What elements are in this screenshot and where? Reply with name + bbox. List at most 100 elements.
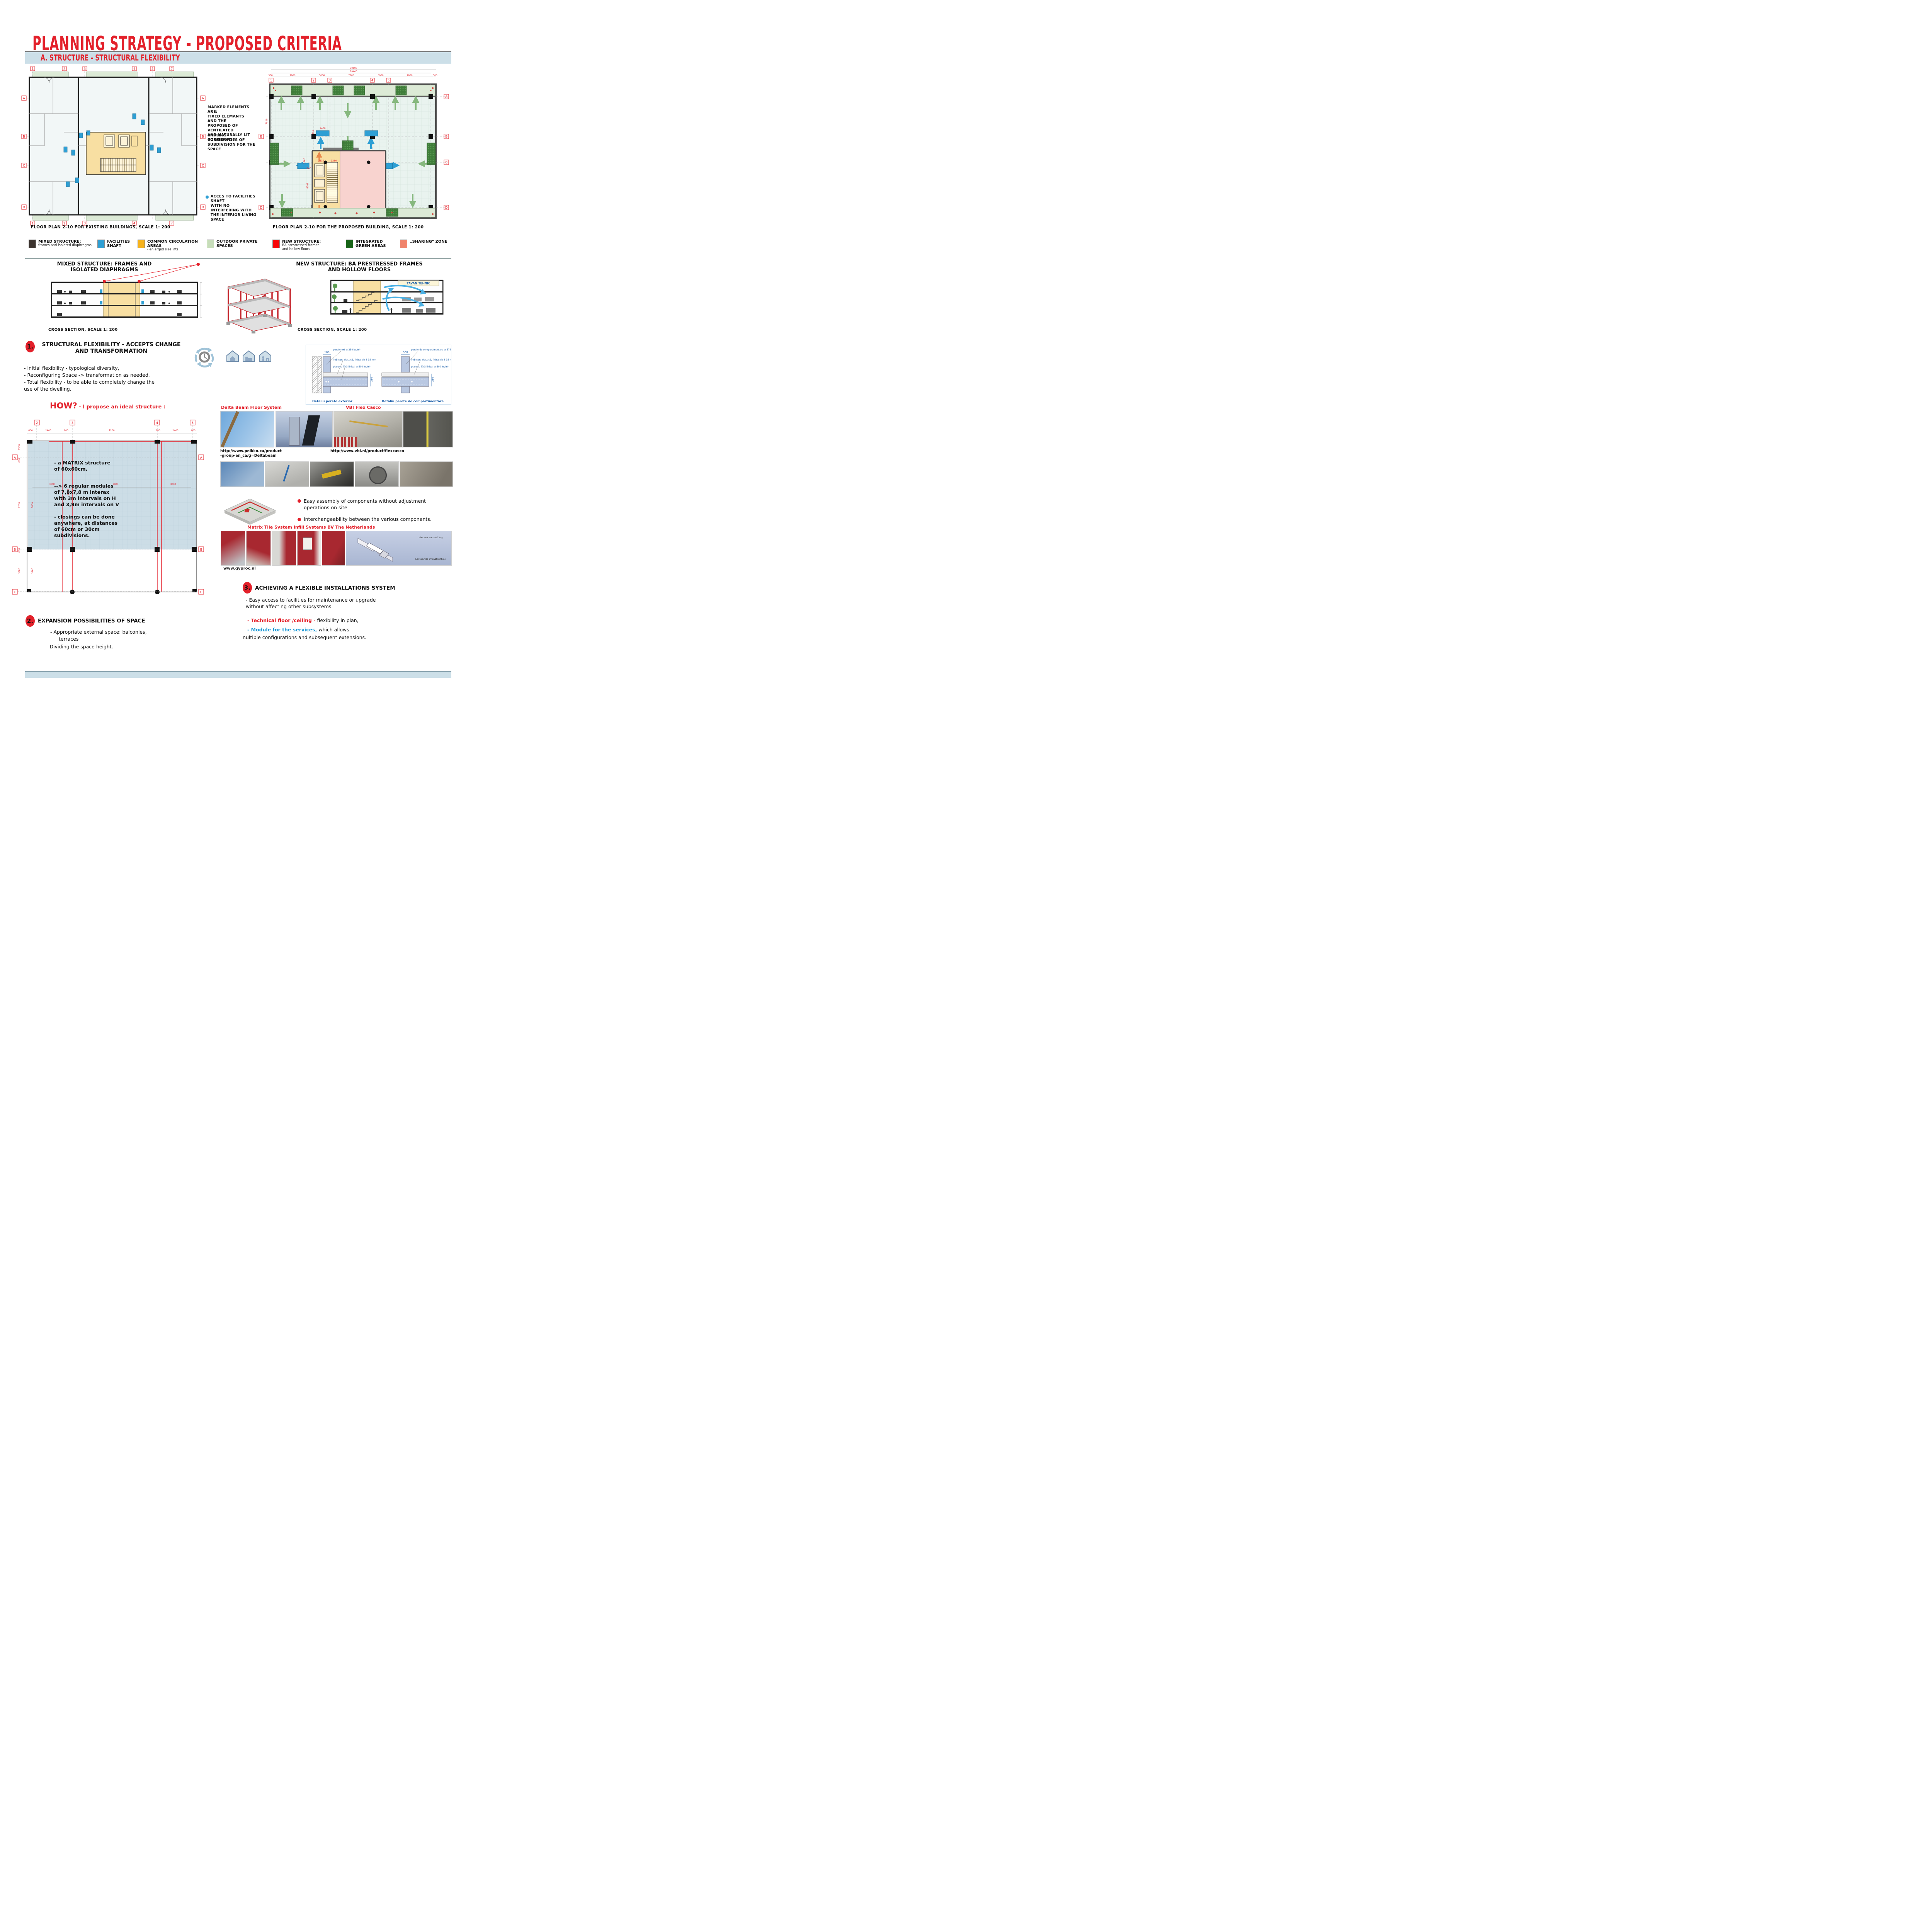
photo-tile-2 xyxy=(246,531,271,566)
svg-text:7800: 7800 xyxy=(407,74,412,77)
photo-tile-5 xyxy=(322,531,345,566)
svg-text:2: 2 xyxy=(313,79,315,82)
gyproc-url: www.gyproc.nl xyxy=(223,566,256,571)
svg-text:2: 2 xyxy=(63,222,65,225)
matrix-tile-heading: Matrix Tile System Infill Systems BV The… xyxy=(247,525,375,530)
green-plants xyxy=(332,284,338,313)
photo-tile-4 xyxy=(297,531,321,566)
svg-text:D: D xyxy=(23,206,25,209)
caption-plan-proposed: FLOOR PLAN 2-10 FOR THE PROPOSED BUILDIN… xyxy=(273,225,424,230)
point1-heading: STRUCTURAL FLEXIBILITY - ACCEPTS CHANGE … xyxy=(42,342,181,354)
legend-common-circulation: COMMON CIRCULATION AREAS- enlarged size … xyxy=(138,240,198,252)
svg-text:7200: 7200 xyxy=(18,502,21,508)
caption-plan-existing: FLOOR PLAN 2-10 FOR EXISTING BUILDINGS, … xyxy=(31,225,170,230)
furniture-silhouettes xyxy=(57,290,182,316)
section-header-bar xyxy=(25,51,451,64)
legend-integrated-green: INTEGRATED GREEN AREAS xyxy=(346,240,386,248)
vbi-url: http://www.vbi.nl/product/flexcasco xyxy=(330,449,404,453)
svg-text:30600: 30600 xyxy=(350,67,357,70)
svg-text:5: 5 xyxy=(192,421,194,425)
legend-swatch xyxy=(207,240,214,248)
matrix-tile-3d-diagram xyxy=(224,498,276,525)
tavan-tehnic-label: TAVAN TEHNIC xyxy=(407,282,430,285)
balconies xyxy=(32,71,194,221)
legend-outdoor-private: OUTDOOR PRIVATE SPACES xyxy=(207,240,257,248)
svg-text:180: 180 xyxy=(324,351,329,354)
point2-bullet1b: terraces xyxy=(59,636,79,642)
photo-delta-crane xyxy=(220,411,274,448)
svg-text:7800: 7800 xyxy=(112,483,118,486)
svg-text:1500: 1500 xyxy=(18,444,21,450)
svg-text:4: 4 xyxy=(156,421,158,425)
point1-bullets: - Initial flexibility - typological dive… xyxy=(24,365,155,392)
house-icon xyxy=(243,350,255,362)
matrix-note-3: - closings can be done anywhere, at dist… xyxy=(54,514,118,538)
svg-text:3000: 3000 xyxy=(319,74,325,77)
grid-letters: A B C A B C xyxy=(12,454,204,595)
heading-mixed-structure: MIXED STRUCTURE: FRAMES AND ISOLATED DIA… xyxy=(57,261,152,273)
svg-text:A: A xyxy=(445,95,447,99)
svg-text:C: C xyxy=(23,164,25,167)
svg-text:Detaliu perete de compartiment: Detaliu perete de compartimentare xyxy=(382,400,444,403)
point2-bullet1: - Appropriate external space: balconies, xyxy=(50,629,147,635)
svg-text:4: 4 xyxy=(133,222,135,225)
grid-letters: A B C D B D xyxy=(259,94,449,210)
svg-text:3: 3 xyxy=(84,222,86,225)
svg-text:perete ext ≥ 350 kg/m²: perete ext ≥ 350 kg/m² xyxy=(333,349,361,351)
point2-bullet2: - Dividing the space height. xyxy=(46,644,113,650)
legend-mixed-structure: MIXED STRUCTURE:frames and isolated diap… xyxy=(29,240,92,248)
svg-text:3000: 3000 xyxy=(378,74,383,77)
svg-text:A: A xyxy=(202,97,204,100)
recycle-clock-icon xyxy=(194,347,214,367)
airflow-arrows xyxy=(382,285,425,311)
svg-text:3: 3 xyxy=(329,79,331,82)
svg-text:600: 600 xyxy=(18,458,21,463)
legend-swatch xyxy=(346,240,353,248)
svg-text:perete de compartimentare ≥ 5: perete de compartimentare ≥ 575 kg/m² xyxy=(411,349,451,351)
svg-text:2: 2 xyxy=(36,421,38,425)
photo-steel-frame xyxy=(220,461,264,487)
legend-sharing-zone: „SHARING" ZONE xyxy=(400,240,447,248)
svg-text:7: 7 xyxy=(171,222,173,225)
svg-text:C: C xyxy=(202,164,204,167)
house-icon xyxy=(259,350,271,362)
point2-number: 2. xyxy=(26,615,35,627)
annotation-endless-possibilities: ENDLESS POSSIBILITIES OF SUBDIVISION FOR… xyxy=(208,133,255,151)
facilities-shafts xyxy=(63,113,161,187)
photo-drill xyxy=(310,461,354,487)
cross-section-mixed xyxy=(51,280,202,318)
floor-plan-existing: 1 2 3 4 5 7 xyxy=(21,66,206,226)
svg-text:A: A xyxy=(14,456,16,459)
presentation-board: PLANNING STRATEGY - PROPOSED CRITERIA A.… xyxy=(0,0,479,678)
bullet-easy-assembly: Easy assembly of components without adju… xyxy=(298,498,426,511)
label-nieuwe-aansluiting: nieuwe aansluiting xyxy=(419,536,442,539)
delta-url: http://www.peikko.ca/product -group-en_c… xyxy=(220,449,282,458)
svg-text:7: 7 xyxy=(171,67,173,71)
svg-text:600: 600 xyxy=(28,429,33,432)
annotation-facilities-access: ACCES TO FACILITIES SHAFT WITH NO INTERF… xyxy=(211,194,257,222)
svg-text:600: 600 xyxy=(156,429,160,432)
svg-text:3: 3 xyxy=(71,421,73,425)
label-bestaande-infrastructuur: bestaande infrastructuur xyxy=(415,558,446,561)
svg-text:4: 4 xyxy=(371,79,373,82)
blue-dot-icon xyxy=(206,196,209,199)
delta-beam-title: Delta Beam Floor System xyxy=(221,405,282,410)
grid-bubbles-top: 1 2 3 4 5 xyxy=(269,78,391,83)
core-and-sharing-zone: 2510 1260 1200 1800 4708 xyxy=(303,140,386,217)
photo-marking-pen xyxy=(265,461,309,487)
svg-text:5: 5 xyxy=(151,67,153,71)
grid-bubbles-top: 1 2 3 4 5 7 xyxy=(30,66,174,71)
point3-technical-line: - Technical floor /ceiling - flexibility… xyxy=(247,617,359,623)
svg-text:7800: 7800 xyxy=(31,502,34,508)
red-dot-icon xyxy=(298,518,301,521)
svg-text:1800: 1800 xyxy=(303,158,306,164)
svg-text:Detaliu perete exterior: Detaliu perete exterior xyxy=(312,400,352,403)
svg-text:300: 300 xyxy=(403,351,408,354)
svg-text:600: 600 xyxy=(18,548,21,553)
svg-text:A: A xyxy=(23,97,25,100)
matrix-note-1: - a MATRIX structure of 60x60cm. xyxy=(54,460,111,472)
svg-text:3: 3 xyxy=(84,67,86,71)
photo-tile-1 xyxy=(221,531,245,566)
caption-cross-section-right: CROSS SECTION, SCALE 1: 200 xyxy=(298,328,367,332)
svg-text:7800: 7800 xyxy=(348,74,354,77)
